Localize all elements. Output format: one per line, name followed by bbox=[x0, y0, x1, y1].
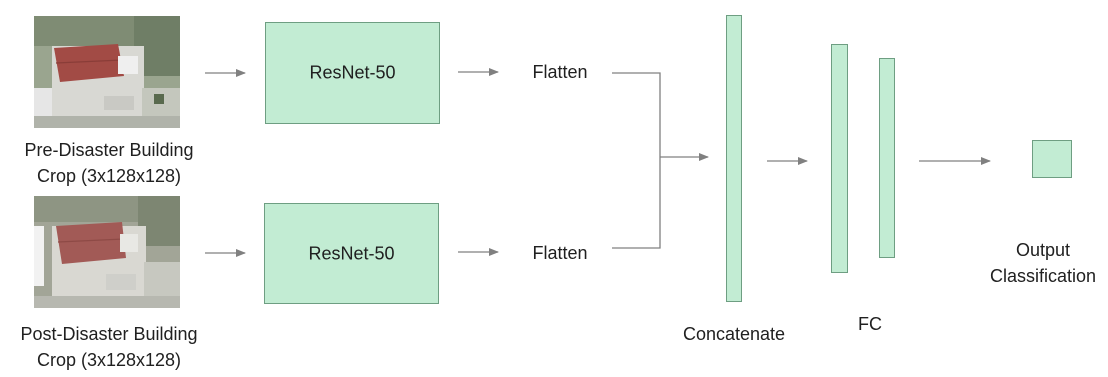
resnet-block-top: ResNet-50 bbox=[265, 22, 440, 124]
output-label-line1: Output bbox=[1015, 240, 1071, 260]
post-disaster-image bbox=[34, 196, 180, 308]
output-label: Output Classification bbox=[978, 237, 1108, 289]
pre-disaster-caption: Pre-Disaster Building Crop (3x128x128) bbox=[0, 137, 218, 189]
pre-disaster-caption-line2: Crop (3x128x128) bbox=[36, 166, 182, 186]
pre-disaster-image bbox=[34, 16, 180, 128]
concatenate-layer bbox=[726, 15, 742, 302]
fc-layer-1 bbox=[831, 44, 848, 273]
flatten-label-bottom: Flatten bbox=[532, 243, 588, 263]
fc-label: FC bbox=[858, 314, 882, 334]
output-node bbox=[1032, 140, 1072, 178]
output-label-line2: Classification bbox=[989, 266, 1097, 286]
resnet-block-bottom: ResNet-50 bbox=[264, 203, 439, 304]
flatten-label-top: Flatten bbox=[532, 62, 588, 82]
fc-layer-2 bbox=[879, 58, 895, 258]
resnet-label-top: ResNet-50 bbox=[309, 62, 396, 83]
line-top-flatten-merge bbox=[612, 72, 661, 157]
post-disaster-caption-line1: Post-Disaster Building bbox=[20, 324, 198, 344]
post-disaster-caption-line2: Crop (3x128x128) bbox=[36, 350, 182, 370]
pre-disaster-caption-line1: Pre-Disaster Building bbox=[24, 140, 194, 160]
resnet-label-bottom: ResNet-50 bbox=[308, 243, 395, 263]
line-bottom-flatten-merge bbox=[612, 157, 661, 249]
post-disaster-caption: Post-Disaster Building Crop (3x128x128) bbox=[0, 321, 218, 373]
concatenate-label: Concatenate bbox=[682, 324, 786, 344]
